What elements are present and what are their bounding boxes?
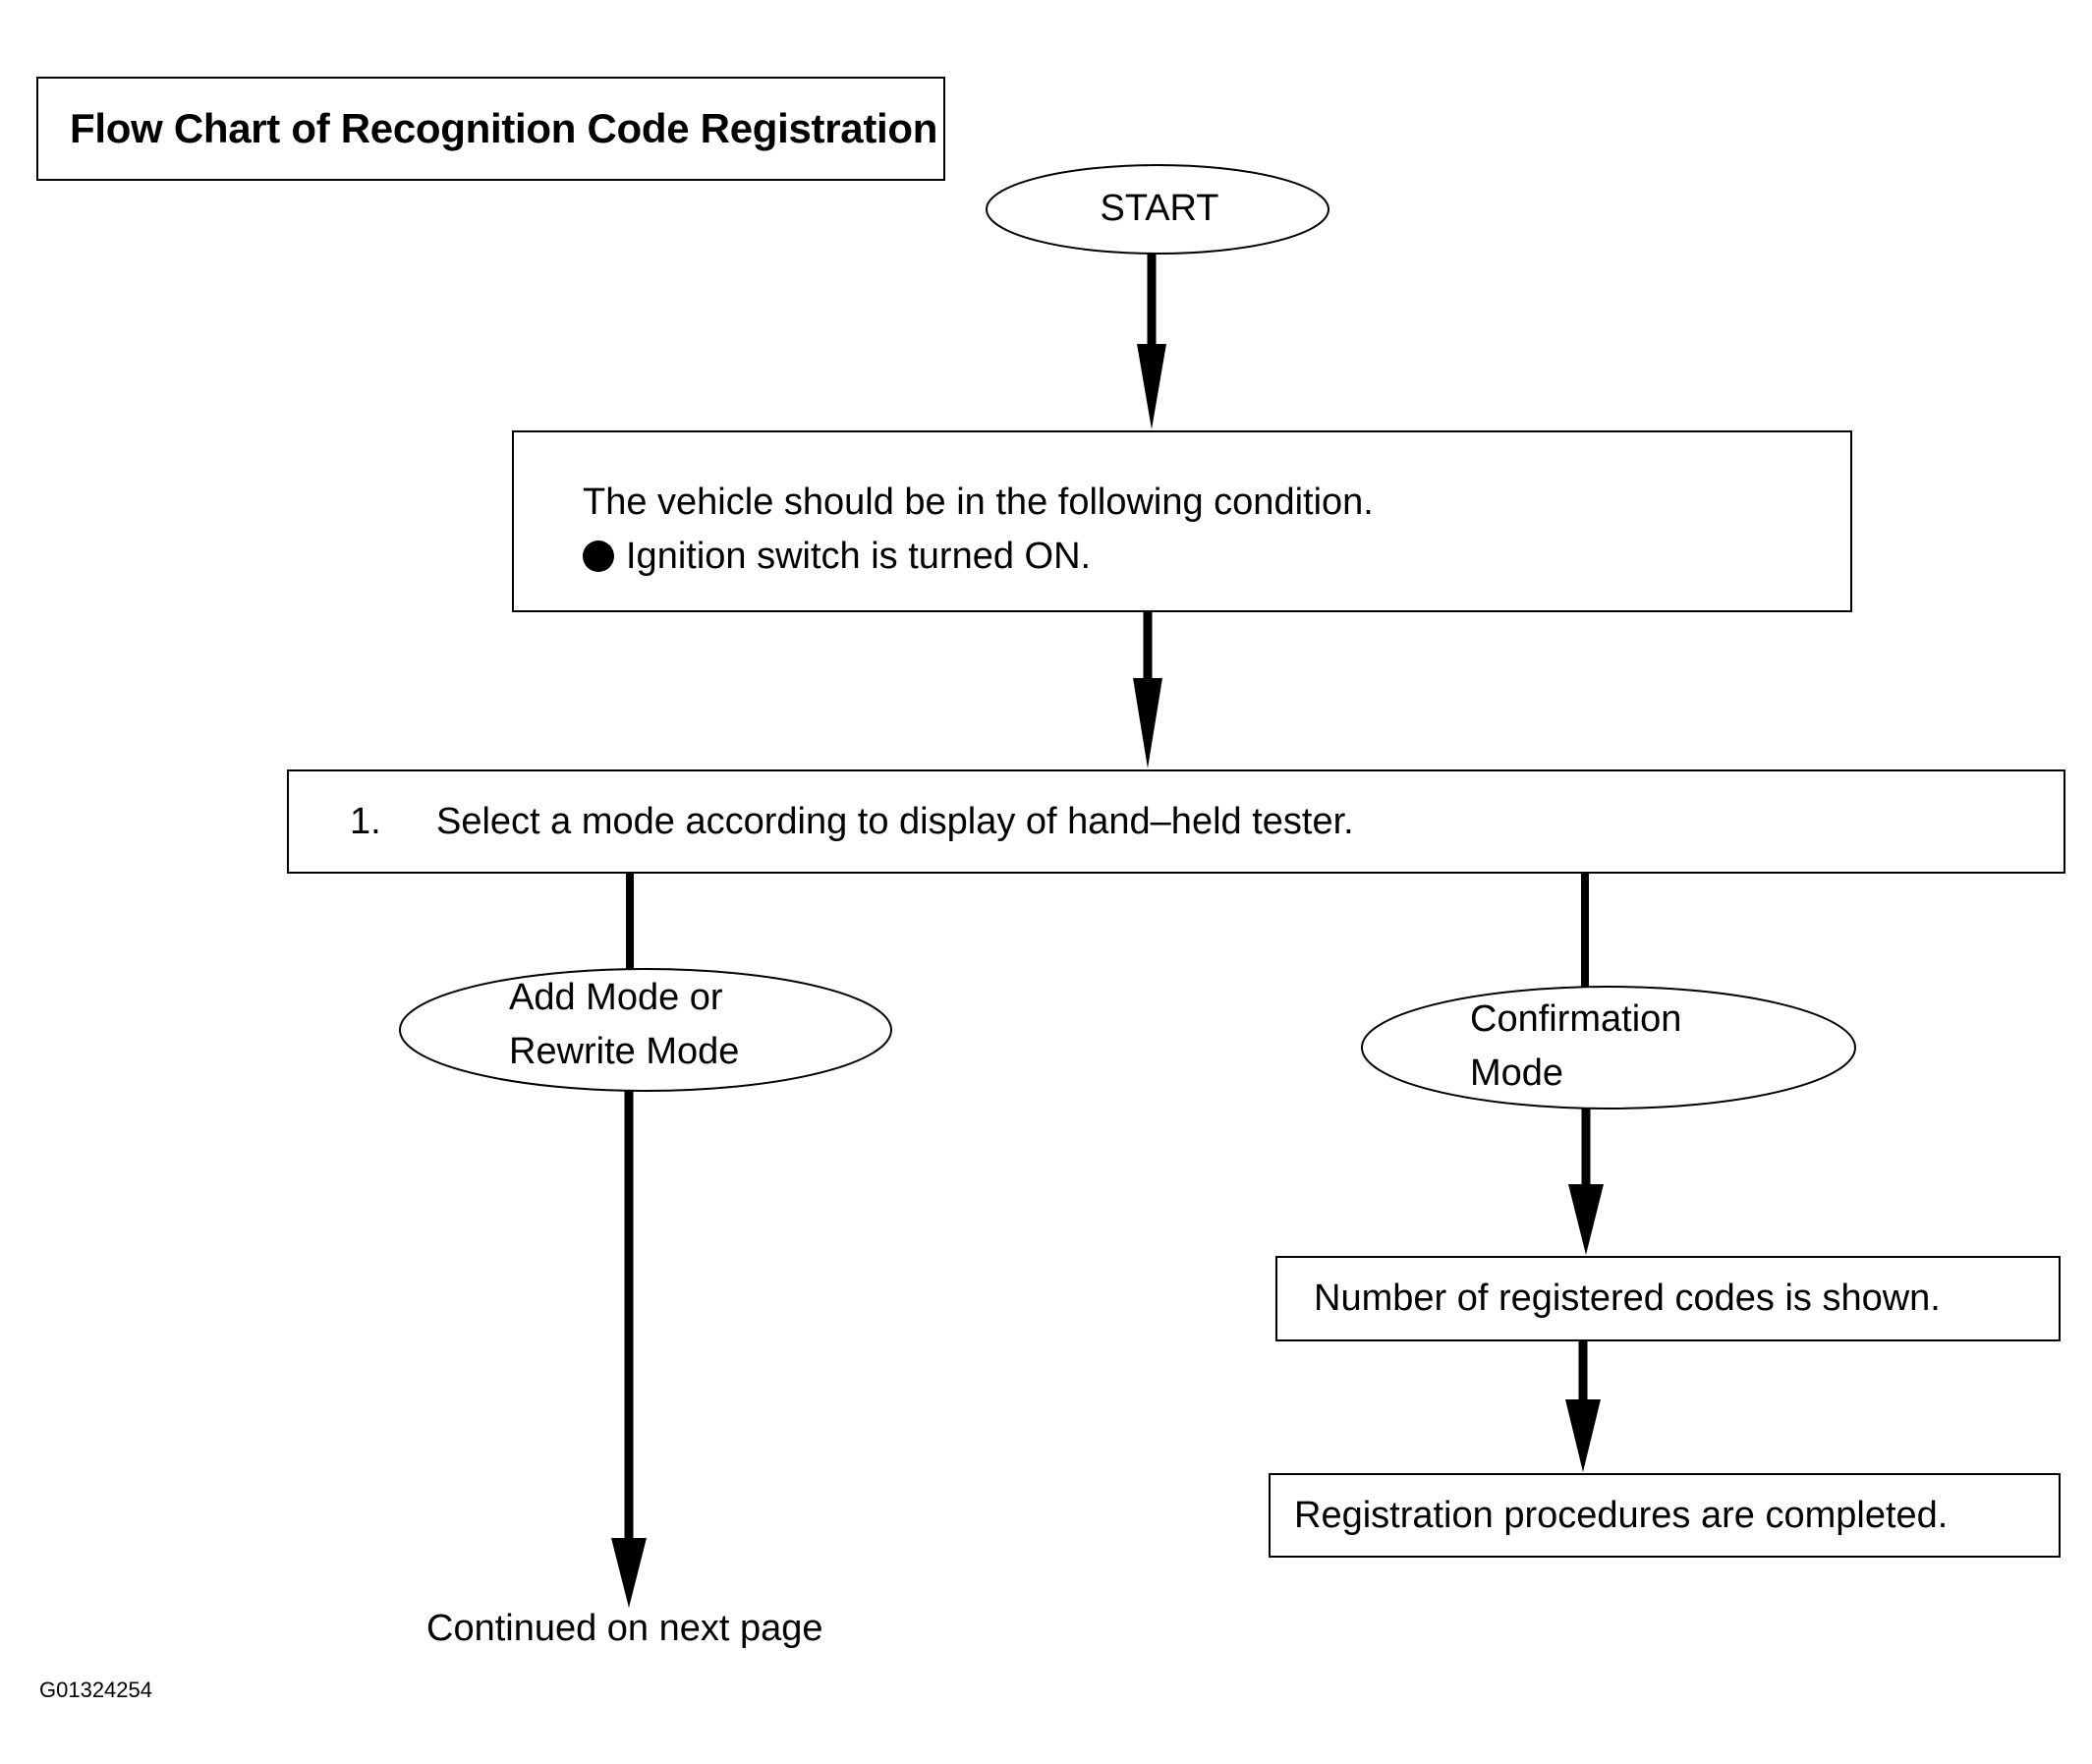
arrow-confmode-to-number-head [1568, 1184, 1604, 1255]
condition-bullet-item: Ignition switch is turned ON. [583, 530, 1850, 584]
bullet-icon [583, 541, 614, 572]
continued-on-next-page: Continued on next page [426, 1608, 823, 1649]
addmode-label: Add Mode or Rewrite Mode [509, 971, 739, 1079]
title-box: Flow Chart of Recognition Code Registrat… [36, 77, 945, 181]
registered-codes-text: Number of registered codes is shown. [1314, 1278, 1941, 1319]
condition-text: The vehicle should be in the following c… [583, 482, 1374, 523]
registered-codes-box: Number of registered codes is shown. [1275, 1256, 2061, 1341]
arrow-condition-to-step-head [1133, 678, 1162, 768]
diagram-title: Flow Chart of Recognition Code Registrat… [70, 105, 938, 151]
procedures-completed-text: Registration procedures are completed. [1294, 1494, 1949, 1536]
step-text: Select a mode according to display of ha… [436, 800, 1354, 842]
step-number: 1. [350, 800, 381, 842]
addmode-oval [399, 968, 892, 1092]
addmode-label-line2: Rewrite Mode [509, 1031, 740, 1072]
start-label: START [1100, 188, 1219, 229]
arrow-addmode-to-continued-head [611, 1538, 647, 1608]
confmode-oval [1361, 986, 1856, 1110]
confmode-label-line1: Confirmation [1470, 998, 1682, 1040]
confmode-label: Confirmation Mode [1470, 993, 1681, 1101]
step-1-box: 1. Select a mode according to display of… [287, 769, 2065, 874]
arrow-number-to-done-head [1565, 1399, 1601, 1472]
figure-id: G01324254 [39, 1678, 152, 1702]
confmode-label-line2: Mode [1470, 1053, 1564, 1094]
arrow-start-to-condition-head [1137, 344, 1166, 429]
addmode-label-line1: Add Mode or [509, 977, 723, 1018]
condition-bullet-text: Ignition switch is turned ON. [626, 536, 1092, 577]
condition-box: The vehicle should be in the following c… [512, 430, 1852, 612]
procedures-completed-box: Registration procedures are completed. [1269, 1473, 2061, 1558]
start-oval [986, 164, 1329, 255]
